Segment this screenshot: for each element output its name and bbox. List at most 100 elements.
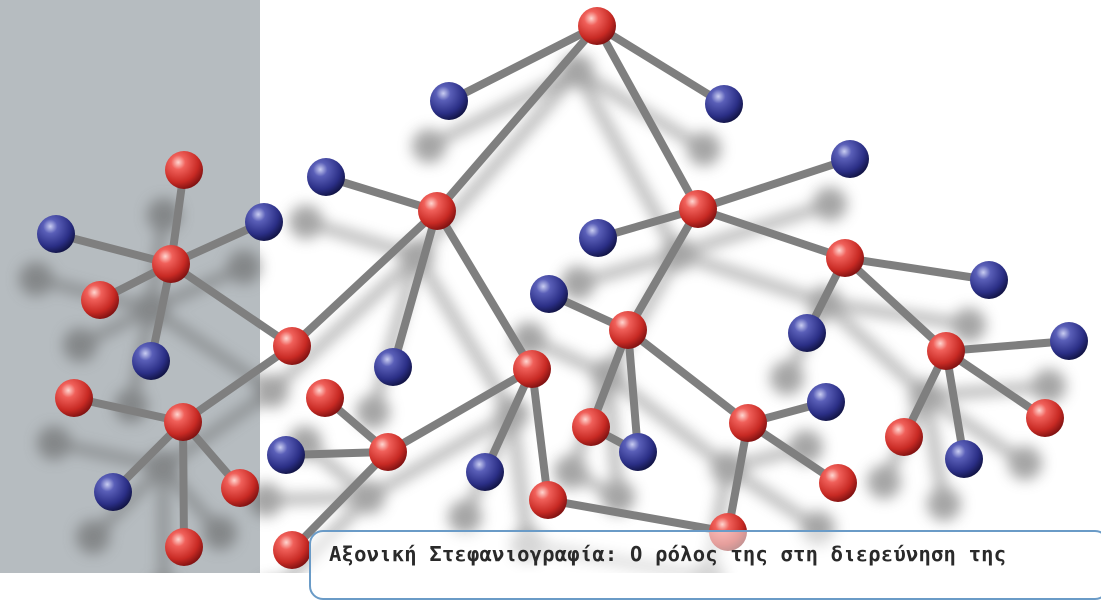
bond-line [322, 173, 441, 215]
blue-atom [788, 314, 826, 352]
red-atom [819, 464, 857, 502]
atom-shadow [76, 520, 110, 554]
bond-line [841, 254, 993, 284]
red-atom [927, 332, 965, 370]
red-atom [529, 481, 567, 519]
atom-shadow [813, 187, 847, 221]
bond-line [694, 155, 854, 213]
blue-atom [831, 140, 869, 178]
blue-atom [466, 453, 504, 491]
atom-shadow [203, 516, 237, 550]
atom-shadow [448, 500, 482, 534]
blue-atom [619, 433, 657, 471]
atom-shadow [147, 198, 181, 232]
bond-line [624, 326, 642, 456]
atom-shadow [1008, 446, 1042, 480]
red-atom [165, 151, 203, 189]
atom-shadow [1032, 369, 1066, 403]
blue-atom [94, 473, 132, 511]
atom-shadow [561, 266, 595, 300]
blue-atom [245, 203, 283, 241]
red-atom [164, 403, 202, 441]
bond-shadow [923, 392, 1028, 467]
red-atom [885, 418, 923, 456]
atom-shadow [146, 450, 180, 484]
bond-line [942, 337, 1073, 355]
blue-atom [579, 219, 617, 257]
bond-line [179, 342, 296, 426]
red-atom [306, 379, 344, 417]
bond-line [389, 207, 441, 371]
bond-shadow [925, 381, 1050, 401]
bond-shadow [821, 299, 930, 400]
bond-shadow [576, 249, 680, 288]
atom-shadow [356, 395, 390, 429]
blue-atom [374, 348, 412, 386]
red-atom [513, 350, 551, 388]
atom-shadow [770, 361, 804, 395]
bond-line [445, 22, 601, 105]
bond-line [841, 254, 950, 355]
blue-atom [970, 261, 1008, 299]
atom-shadow [289, 205, 323, 239]
bond-shadow [268, 252, 421, 395]
red-atom [729, 404, 767, 442]
bond-shadow [605, 371, 731, 472]
blue-atom [945, 440, 983, 478]
bond-line [593, 22, 702, 213]
bond-line [544, 496, 732, 536]
caption-title: Αξονική Στεφανιογραφία: Ο ρόλος της στη … [329, 542, 1007, 566]
atom-layer [37, 7, 1088, 569]
blue-atom [37, 215, 75, 253]
bond-shadow [725, 464, 821, 532]
bond-line [179, 418, 188, 551]
bond-line [433, 207, 536, 373]
bond-shadow [507, 413, 533, 546]
blue-atom [705, 85, 743, 123]
red-atom [572, 408, 610, 446]
bond-line [167, 260, 296, 350]
red-atom [273, 531, 311, 569]
red-atom [679, 190, 717, 228]
red-atom [55, 379, 93, 417]
red-atom [221, 469, 259, 507]
red-atom [418, 192, 456, 230]
bond-shadow [921, 395, 949, 505]
bond-line [288, 207, 441, 350]
bond-line [624, 205, 702, 334]
atom-shadow [19, 262, 53, 296]
bond-shadow [824, 298, 970, 330]
blue-atom [132, 342, 170, 380]
atom-shadow [351, 480, 385, 514]
bond-line [433, 22, 601, 215]
bond-line [593, 22, 728, 108]
bond-shadow [158, 466, 169, 573]
bond-shadow [265, 492, 369, 505]
bond-line [52, 230, 175, 268]
atom-shadow [412, 129, 446, 163]
red-atom [578, 7, 616, 45]
atom-shadow [554, 455, 588, 489]
bond-shadow [676, 249, 827, 308]
bond-line [624, 326, 752, 427]
red-atom [1026, 399, 1064, 437]
bond-line [942, 347, 1049, 422]
bond-shadow [368, 254, 422, 414]
red-atom [273, 327, 311, 365]
blue-atom [1050, 322, 1088, 360]
bond-shadow [304, 217, 419, 261]
red-atom [609, 311, 647, 349]
bond-line [288, 448, 392, 554]
bond-shadow [365, 410, 515, 501]
atom-shadow [227, 250, 261, 284]
bond-line [694, 205, 849, 262]
atom-shadow [927, 487, 961, 521]
blue-atom [430, 82, 468, 120]
red-atom [81, 281, 119, 319]
blue-atom [530, 275, 568, 313]
network-graphic [19, 7, 1088, 573]
bond-line [528, 365, 552, 504]
atom-shadow [952, 308, 986, 342]
red-atom [369, 433, 407, 471]
